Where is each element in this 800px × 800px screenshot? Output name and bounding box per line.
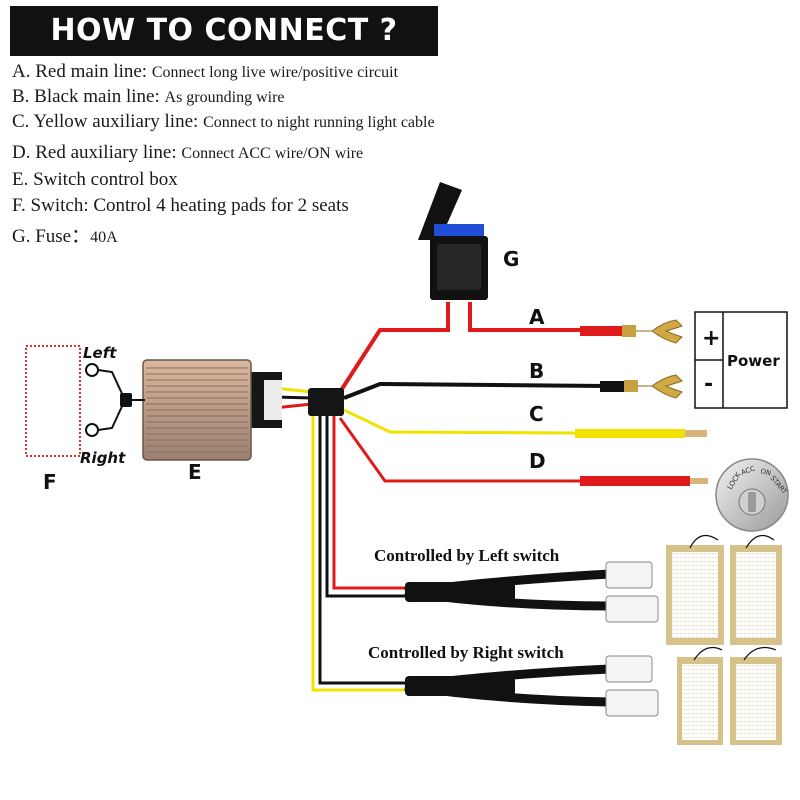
right-plug-bottom (605, 689, 659, 717)
left-plug-bottom (605, 595, 659, 623)
wire-a-red-out (468, 302, 580, 332)
right-terminal-icon (85, 423, 99, 437)
wire-left-red (332, 416, 405, 590)
switch-label: F (43, 470, 57, 494)
right-plug-top (605, 655, 653, 683)
page-title: HOW TO CONNECT ? (50, 13, 398, 48)
legend-value: Connect ACC wire/ON wire (181, 145, 364, 162)
fork-terminal-a (580, 319, 683, 344)
legend-item-g: G. Fuse：40A (12, 221, 118, 248)
wire-d-label: D (529, 449, 546, 473)
legend-key: C. Yellow auxiliary line: (12, 111, 204, 132)
title-banner: HOW TO CONNECT ? (10, 6, 438, 56)
legend-value: 40A (90, 229, 118, 246)
wire-b-label: B (529, 359, 544, 383)
legend-value: As grounding wire (164, 89, 285, 106)
wire-c-label: C (529, 402, 544, 426)
legend-item-d: D. Red auxiliary line: Connect ACC wire/… (12, 142, 363, 164)
switch-f (25, 345, 145, 457)
switch-lead-boot (120, 393, 132, 407)
legend-key: G. Fuse： (12, 226, 91, 247)
heating-pads (666, 534, 782, 745)
heating-pad (677, 647, 723, 745)
fuse-body-face (437, 244, 481, 290)
wire-c-end (575, 429, 707, 438)
heating-pad (730, 647, 782, 745)
wire-d-red-aux (338, 417, 580, 483)
fuse-holder (418, 182, 488, 300)
fuse-label: G (503, 247, 519, 271)
heating-pad (666, 534, 724, 645)
power-terminal (694, 311, 788, 409)
plus-label: + (702, 326, 720, 351)
right-label: Right (80, 449, 126, 467)
legend-key: E. Switch control box (12, 169, 178, 190)
wire-c-yellow (343, 408, 576, 435)
wire-right-black (318, 416, 405, 685)
legend-value: Connect to night running light cable (203, 114, 435, 131)
left-group-label: Controlled by Left switch (374, 546, 560, 565)
left-harness (404, 561, 659, 623)
fuse-cap (418, 182, 462, 240)
box-label: E (188, 460, 202, 484)
junction-block (308, 388, 344, 416)
fuse-blade (434, 224, 484, 238)
box-connector-plug (264, 380, 282, 420)
legend-item-e: E. Switch control box (12, 169, 178, 191)
left-sleeve (405, 582, 515, 602)
right-sleeve (405, 676, 515, 696)
legend-value: Connect long live wire/positive circuit (151, 64, 399, 81)
wire-right-yellow (311, 416, 405, 692)
legend-item-f: F. Switch: Control 4 heating pads for 2 … (12, 195, 349, 217)
heating-pad (730, 534, 782, 645)
box-fins (146, 367, 248, 453)
ignition-key-icon (715, 458, 789, 532)
legend-value: Control 4 heating pads for 2 seats (93, 195, 349, 216)
fork-terminal-b (600, 374, 683, 399)
right-harness (404, 655, 659, 717)
power-label: Power (727, 352, 780, 370)
legend-item-a: A. Red main line: Connect long live wire… (12, 61, 398, 83)
legend-item-b: B. Black main line: As grounding wire (12, 86, 285, 108)
left-terminal-icon (85, 363, 99, 377)
ignition-on-label: ON (759, 467, 771, 478)
legend-key: F. Switch: (12, 195, 94, 216)
wire-b-black (343, 381, 606, 400)
wire-left-black (325, 416, 405, 598)
left-plug-top (605, 561, 653, 589)
wire-harness (273, 302, 606, 692)
legend-key: D. Red auxiliary line: (12, 142, 182, 163)
switch-control-box (142, 359, 282, 461)
wire-a-red-main (338, 302, 450, 394)
wire-d-end (580, 476, 708, 486)
right-group-label: Controlled by Right switch (368, 643, 564, 662)
legend-key: B. Black main line: (12, 86, 165, 107)
legend-item-c: C. Yellow auxiliary line: Connect to nig… (12, 111, 435, 133)
legend-key: A. Red main line: (12, 61, 152, 82)
switch-outline (25, 345, 81, 457)
left-label: Left (83, 344, 117, 362)
minus-label: - (704, 372, 713, 397)
wire-a-label: A (529, 305, 545, 329)
